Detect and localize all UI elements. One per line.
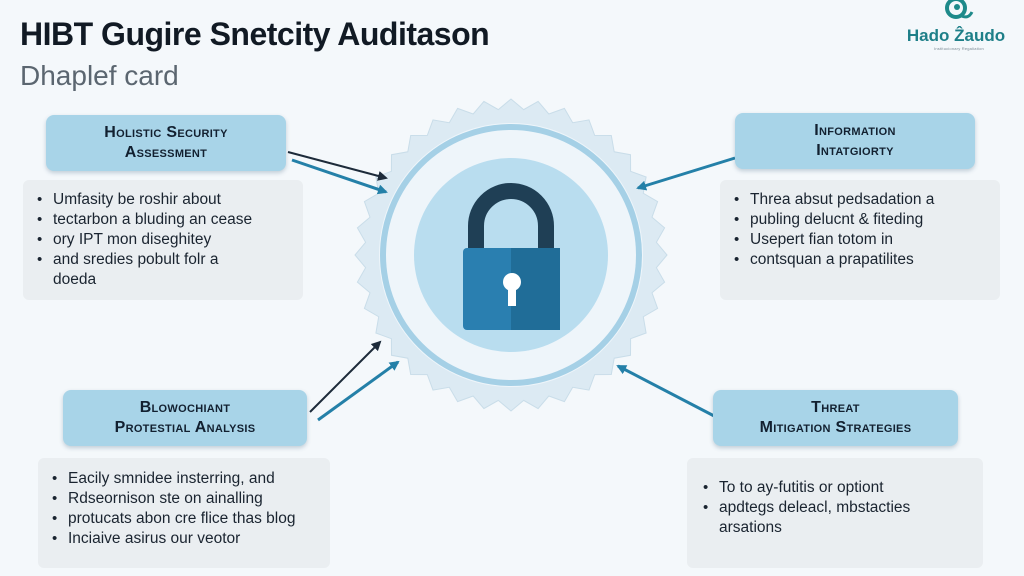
card-threat-mitigation-label: Threat Mitigation Strategies <box>713 390 958 446</box>
list-item: Umfasity be roshir about <box>35 190 291 210</box>
card-blockchain-analysis-label: Blowochiant Protestial Analysis <box>63 390 307 446</box>
card-threat-mitigation-panel: To to ay-futitis or optiont apdtegs dele… <box>687 458 983 568</box>
list-item: Eacily smnidee insterring, and <box>50 469 318 489</box>
arrow-information <box>636 156 736 191</box>
card-information-integrity-bullets: Threa absut pedsadation a publing delucn… <box>732 190 988 270</box>
list-item: apdtegs deleacl, mbstacties <box>701 498 969 518</box>
logo-swirl-icon <box>945 0 974 19</box>
arrow-blockchain-blue <box>317 360 400 422</box>
connector-arrows <box>287 151 736 422</box>
logo-tagline: Institucionary Regaliation <box>934 46 984 51</box>
logo-name: Hado Ẑaudo <box>906 26 1006 45</box>
list-item: Inciaive asirus our veotor <box>50 529 318 549</box>
page-title: HIBT Gugire Snetcity Auditason <box>20 16 490 52</box>
list-item: ory IPT mon diseghitey <box>35 230 291 250</box>
card-holistic-security-panel: Umfasity be roshir about tectarbon a blu… <box>23 180 303 300</box>
arrow-threat <box>616 364 719 420</box>
card-blockchain-analysis-bullets: Eacily smnidee insterring, and Rdseornis… <box>50 469 318 549</box>
list-item: Rdseornison ste on ainalling <box>50 489 318 509</box>
card-threat-mitigation-bullets: To to ay-futitis or optiont apdtegs dele… <box>701 478 969 538</box>
list-item: To to ay-futitis or optiont <box>701 478 969 498</box>
arrow-blockchain-dark <box>309 340 382 413</box>
page-subtitle: Dhaplef card <box>20 60 179 91</box>
list-item-continuation: arsations <box>719 519 782 536</box>
padlock-icon <box>463 183 560 330</box>
list-item: protucats abon cre flice thas blog <box>50 509 318 529</box>
list-item: Threa absut pedsadation a <box>732 190 988 210</box>
brand-logo: Hado Ẑaudo Institucionary Regaliation <box>896 0 1016 56</box>
list-item: publing delucnt & fiteding <box>732 210 988 230</box>
list-item: contsquan a prapatilites <box>732 250 988 270</box>
list-item-continuation: doeda <box>53 271 97 288</box>
list-item: Usepert fian totom in <box>732 230 988 250</box>
arrow-assessment-dark <box>287 151 388 181</box>
card-information-integrity-panel: Threa absut pedsadation a publing delucn… <box>720 180 1000 300</box>
card-holistic-security-bullets: Umfasity be roshir about tectarbon a blu… <box>35 190 291 290</box>
card-information-integrity-label: Information Intatgiorty <box>735 113 975 169</box>
card-blockchain-analysis-panel: Eacily smnidee insterring, and Rdseornis… <box>38 458 330 568</box>
list-item: and sredies pobult folr a <box>35 250 291 270</box>
card-holistic-security-label: Holistic Security Assessment <box>46 115 286 171</box>
list-item: tectarbon a bluding an cease <box>35 210 291 230</box>
arrow-assessment-blue <box>291 158 388 195</box>
